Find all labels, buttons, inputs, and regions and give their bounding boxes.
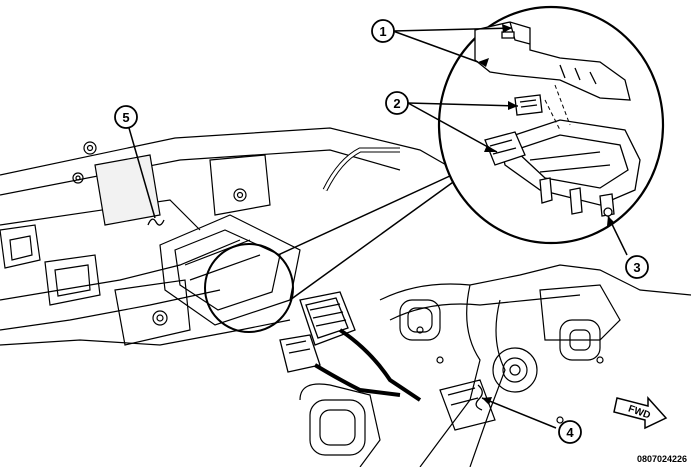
bracket-mark-4 xyxy=(475,384,483,411)
leader-2b xyxy=(407,102,498,153)
callout-5-label: 5 xyxy=(122,110,129,125)
leader-lines xyxy=(128,27,628,429)
leader-arrowheads xyxy=(478,24,614,405)
leader-1b xyxy=(392,30,479,63)
leader-5 xyxy=(128,127,156,219)
callout-2: 2 xyxy=(385,91,409,115)
callout-5: 5 xyxy=(114,105,138,129)
callout-3: 3 xyxy=(625,255,649,279)
leader-2a xyxy=(407,102,519,107)
detail-view-circle xyxy=(437,5,665,245)
callout-1: 1 xyxy=(371,19,395,43)
leader-4 xyxy=(481,397,557,429)
callout-4-label: 4 xyxy=(566,425,574,440)
callout-3-label: 3 xyxy=(633,260,640,275)
callout-1-label: 1 xyxy=(379,24,386,39)
figure-id: 0807024226 xyxy=(636,454,687,464)
detail-locator-circle xyxy=(204,174,457,333)
fwd-arrow-icon: FWD xyxy=(613,396,668,430)
bracket-mark-5 xyxy=(147,218,165,226)
callout-2-label: 2 xyxy=(393,96,400,111)
crossmember-structure xyxy=(0,127,456,346)
harness-connectors xyxy=(279,291,422,402)
leader-1a xyxy=(392,27,513,32)
floor-console-structure xyxy=(299,264,691,467)
callout-4: 4 xyxy=(558,420,582,444)
